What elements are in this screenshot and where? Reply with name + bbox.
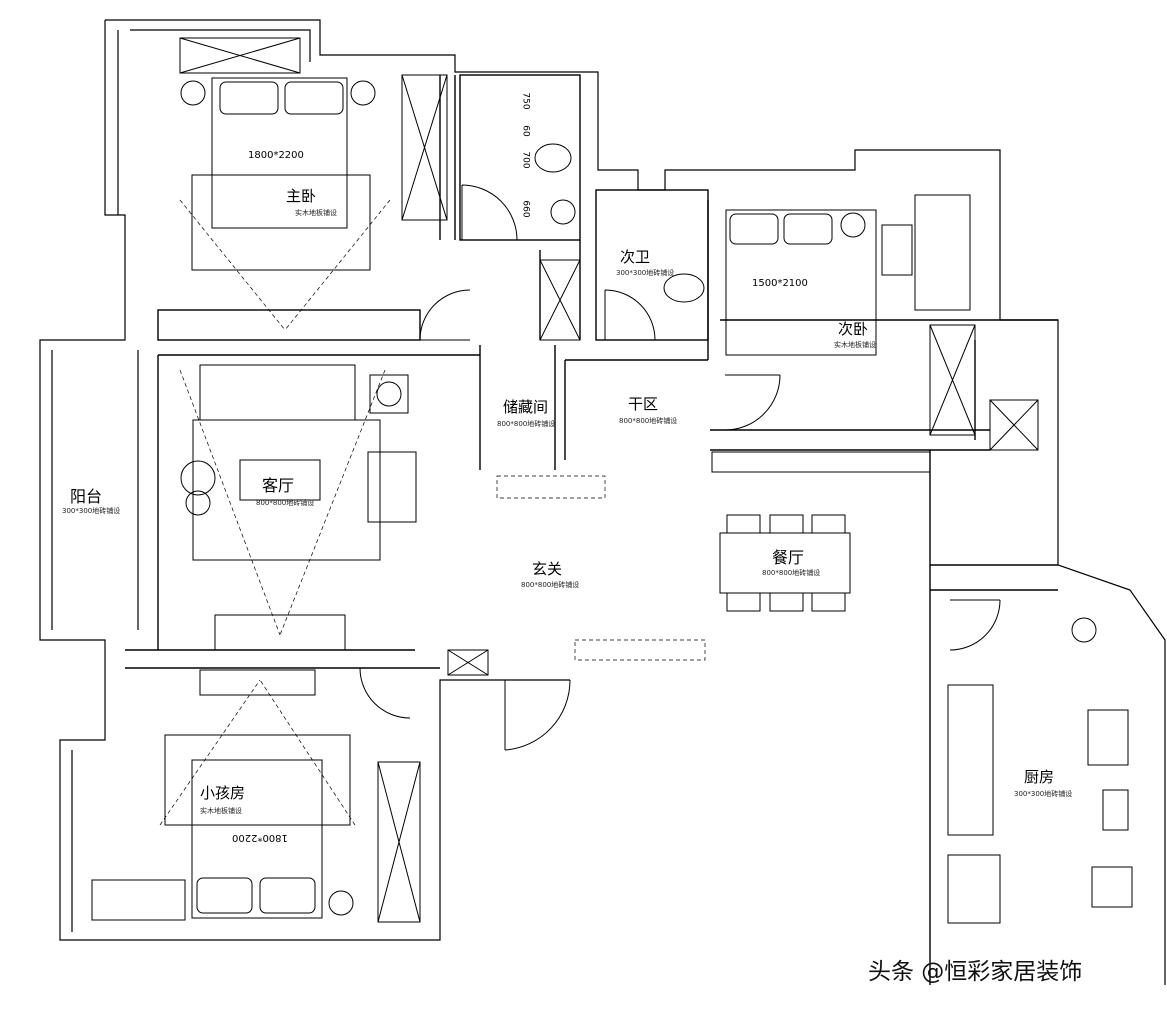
doors [359, 184, 1001, 751]
dry-area-floor: 800*800地砖铺设 [619, 417, 678, 425]
entrance-floor: 800*800地砖铺设 [521, 581, 580, 589]
kitchen-floor: 300*300地砖铺设 [1014, 790, 1073, 798]
master-bedroom-bed-size: 1800*2200 [248, 150, 304, 161]
bathroom-dimension-660: 660 [520, 200, 531, 218]
second-bedroom-floor: 实木地板铺设 [834, 341, 876, 349]
second-bathroom-name: 次卫 [620, 248, 651, 266]
second-bathroom-floor: 300*300地砖铺设 [616, 269, 675, 277]
dining-room-floor: 800*800地砖铺设 [762, 569, 821, 577]
kids-room-bed-size: 1800*2200 [232, 832, 288, 843]
entrance-name: 玄关 [532, 560, 563, 578]
living-room-name: 客厅 [262, 476, 295, 495]
living-room-floor: 800*800地砖铺设 [256, 499, 315, 507]
storage-room-floor: 800*800地砖铺设 [497, 420, 556, 428]
second-bedroom-name: 次卧 [838, 320, 869, 338]
master-bedroom-floor: 实木地板铺设 [295, 209, 337, 217]
dashed-ceiling-lines [159, 199, 706, 826]
bathroom-dimension-60: 60 [520, 125, 531, 137]
kitchen-name: 厨房 [1024, 768, 1055, 786]
storage-room-name: 储藏间 [503, 398, 549, 416]
balcony-name: 阳台 [70, 487, 103, 506]
dining-room-name: 餐厅 [772, 548, 805, 567]
master-bedroom-name: 主卧 [286, 187, 317, 205]
bathroom-dimension-700: 700 [520, 151, 531, 169]
kids-room-floor: 实木地板铺设 [200, 807, 242, 815]
furniture [91, 37, 1133, 924]
bathroom-dimension-750: 750 [520, 92, 531, 110]
interior-walls [125, 74, 1058, 985]
dry-area-name: 干区 [628, 395, 659, 413]
second-bedroom-bed-size: 1500*2100 [752, 278, 808, 289]
outer-walls [39, 19, 1166, 985]
kids-room-name: 小孩房 [200, 784, 246, 802]
watermark: 头条 @恒彩家居装饰 [868, 959, 1083, 985]
balcony-floor: 300*300地砖铺设 [62, 507, 121, 515]
